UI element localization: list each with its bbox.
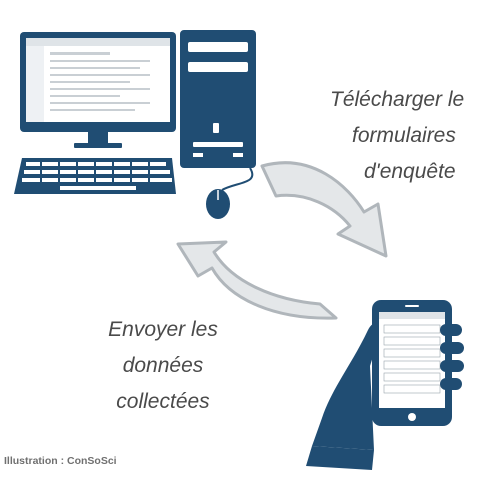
download-forms-label: Télécharger le formulaires d'enquête: [330, 82, 480, 190]
computer-tower: [180, 30, 256, 168]
keyboard: [14, 158, 176, 194]
download-label-line-2: formulaires: [352, 124, 456, 147]
curved-arrow-down-icon: [260, 161, 388, 258]
download-label-line-1: Télécharger le: [330, 88, 465, 111]
curved-arrow-up-icon: [176, 240, 338, 320]
mouse: [206, 167, 254, 219]
desktop-computer-icon: [14, 30, 256, 219]
illustration-credit: Illustration : ConSoSci: [4, 455, 117, 467]
send-label-line-2: données: [122, 354, 204, 377]
send-label-line-1: Envoyer les: [108, 318, 218, 341]
download-label-line-3: d'enquête: [364, 160, 456, 183]
send-label-line-3: collectées: [116, 390, 210, 413]
send-data-label: Envoyer les données collectées: [78, 312, 248, 420]
smartphone-in-hand-icon: [306, 300, 464, 470]
